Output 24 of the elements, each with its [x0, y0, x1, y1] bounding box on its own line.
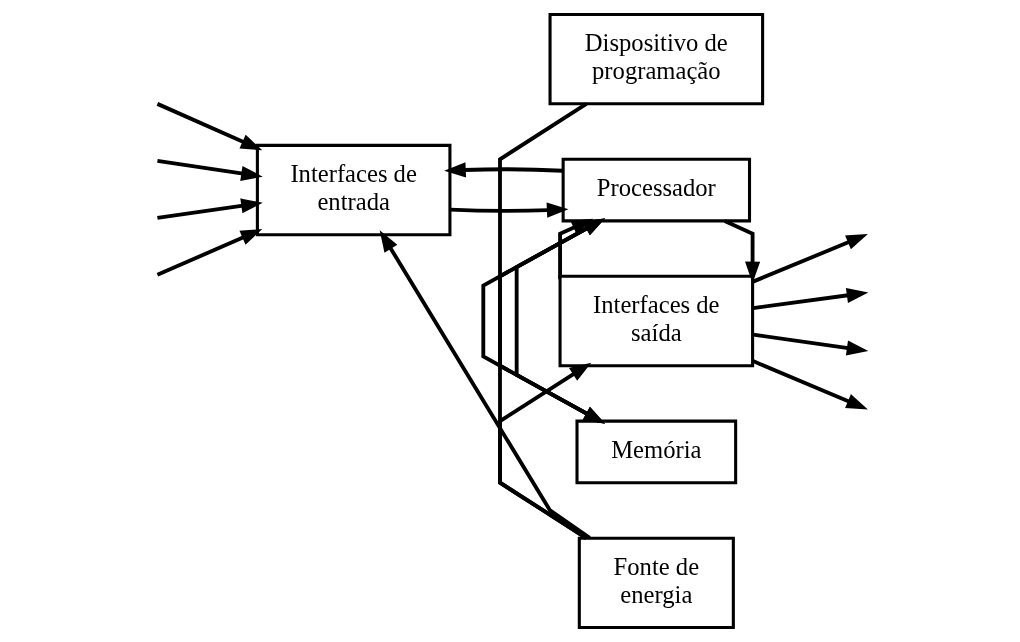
arrow	[752, 359, 868, 410]
arrow	[498, 102, 606, 424]
arrow	[752, 332, 869, 356]
arrow	[157, 158, 263, 181]
arrow	[723, 219, 761, 284]
node-box: Fonte de energia	[577, 536, 735, 630]
node-box: Processador	[561, 157, 752, 223]
arrow	[156, 229, 263, 277]
arrow	[157, 198, 263, 220]
arrow	[481, 219, 606, 424]
arrow	[498, 218, 606, 540]
arrow	[156, 102, 263, 151]
arrow	[444, 162, 563, 178]
node-box: Memória	[575, 419, 738, 485]
arrow	[449, 202, 569, 218]
node-box: Interfaces de entrada	[255, 143, 452, 237]
arrow	[558, 218, 594, 280]
node-box: Dispositivo de programação	[548, 12, 765, 106]
arrow	[498, 362, 592, 540]
arrow	[514, 218, 606, 423]
arrow	[745, 234, 868, 284]
arrow	[379, 230, 591, 540]
node-box: Interfaces de saída	[558, 274, 755, 368]
arrow	[752, 287, 869, 310]
